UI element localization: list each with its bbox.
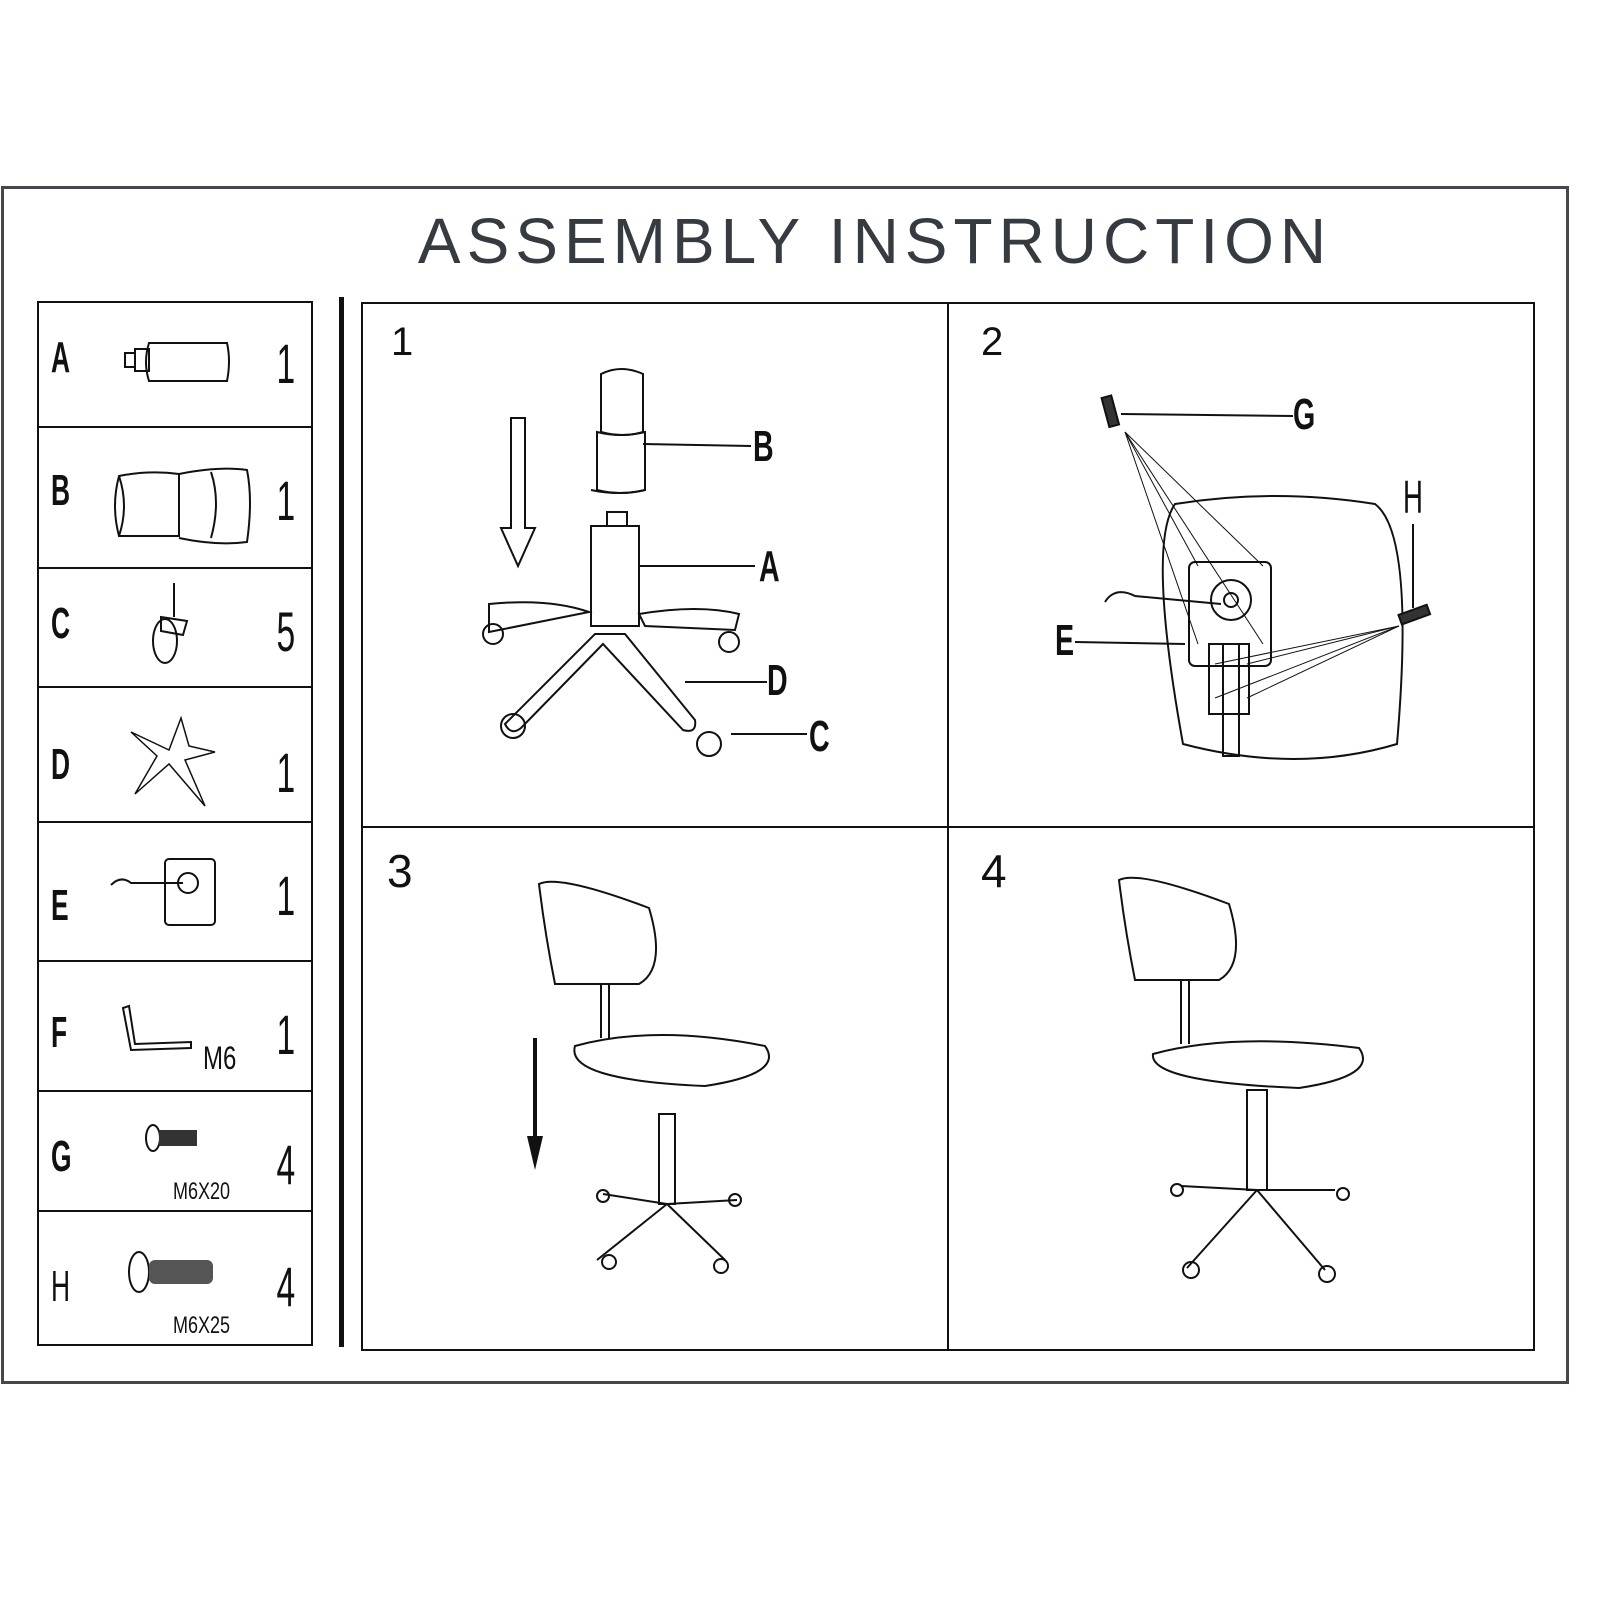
part-letter: E [51,881,69,930]
arrow-down-icon [499,417,537,569]
part-letter: A [51,333,71,382]
mechanism-icon [110,858,216,926]
part-letter: H [51,1262,71,1311]
part-row-e: E 1 [39,823,311,962]
part-quantity: 1 [276,469,295,532]
arrow-down-icon [527,1136,543,1170]
part-letter: F [51,1008,68,1057]
callout-label: A [759,542,780,591]
part-row-d: D 1 [39,688,311,823]
part-size: M6X20 [173,1178,231,1205]
parts-list: A 1 B 1 C 5 D 1 E 1 F M6 1 G M6X20 4 H M… [37,301,313,1346]
step-number: 2 [981,320,1004,364]
part-quantity: 1 [276,1003,295,1066]
base-icon [130,715,216,807]
callout-label: H [1403,471,1423,523]
part-row-b: B 1 [39,428,311,569]
divider-bar [339,297,344,1347]
step-number: 1 [391,320,414,364]
part-row-g: G M6X20 4 [39,1092,311,1212]
grid-divider [363,826,1533,828]
part-letter: C [51,599,71,648]
part-quantity: 1 [276,741,295,804]
part-letter: B [51,466,71,515]
bolt-h-icon [128,1251,213,1293]
part-letter: D [51,740,71,789]
part-row-a: A 1 [39,303,311,428]
part-row-f: F M6 1 [39,962,311,1092]
step-number: 4 [981,845,1007,897]
caster-icon [152,583,189,664]
part-quantity: 1 [276,864,295,927]
part-size: M6 [203,1040,237,1076]
steps-3-4-illustration [527,876,1364,1283]
page-title: ASSEMBLY INSTRUCTION [417,205,1333,277]
step-1-illustration [482,368,807,757]
part-quantity: 1 [276,332,295,395]
part-quantity: 4 [276,1133,295,1196]
part-letter: G [51,1132,72,1181]
step-2-illustration [1074,394,1432,760]
document-frame [1,186,1569,1384]
part-row-c: C 5 [39,569,311,688]
step-number: 3 [387,845,413,897]
gas-lift-icon [124,342,230,382]
callout-label: G [1293,390,1316,439]
part-row-h: H M6X25 4 [39,1212,311,1344]
part-quantity: 4 [276,1255,295,1318]
bolt-g-icon [145,1124,197,1152]
part-quantity: 5 [276,600,295,663]
callout-label: C [809,712,830,761]
callout-label: E [1055,616,1075,665]
callout-label: B [753,422,774,471]
part-size: M6X25 [173,1312,231,1339]
cover-tube-icon [114,467,251,545]
callout-label: D [767,656,788,705]
allen-key-icon [121,1004,192,1052]
steps-grid: 1 B A D C 2 G H E 3 [361,302,1535,1351]
